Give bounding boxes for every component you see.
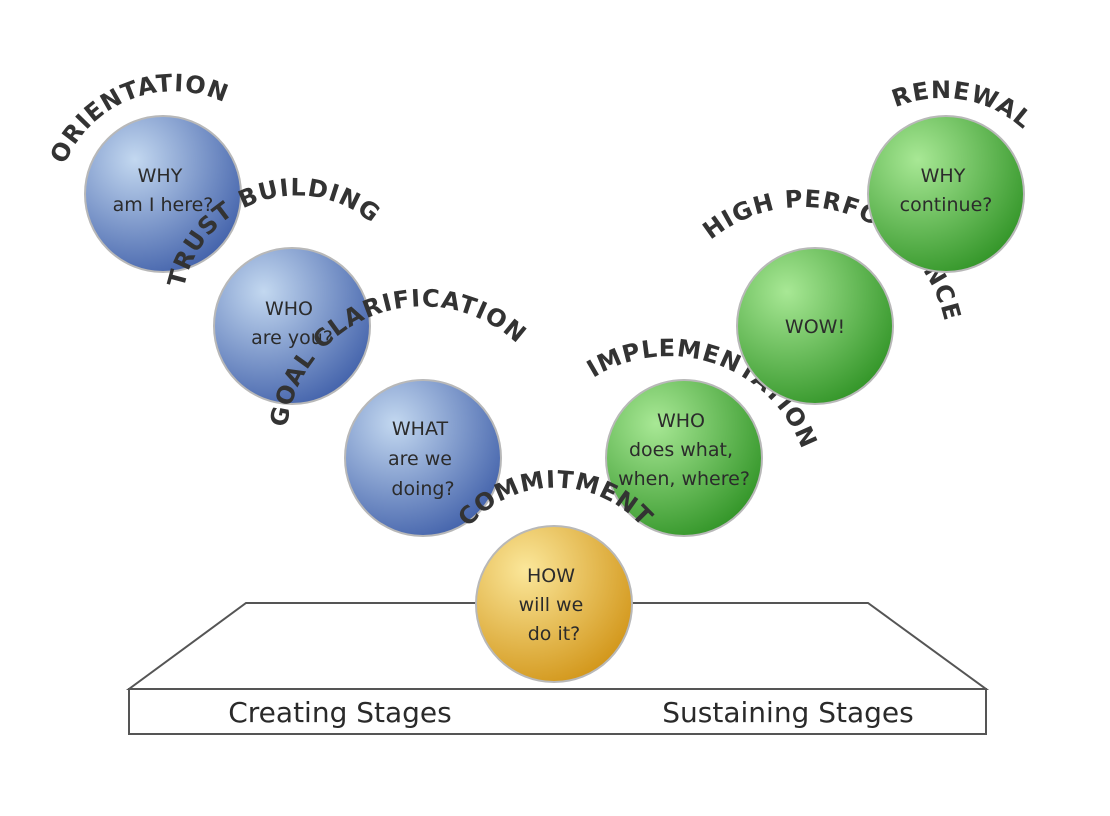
stage-text-trust-building-line2: are you?: [251, 327, 333, 349]
stage-ball-orientation: [84, 115, 242, 273]
creating-stages-label: Creating Stages: [228, 696, 452, 729]
stage-orientation: ORIENTATION WHY am I here?: [45, 69, 242, 273]
stage-text-goal-clarification-line3: doing?: [391, 478, 454, 500]
stage-text-commitment-line3: do it?: [528, 623, 581, 645]
stage-ball-implementation: [605, 379, 763, 537]
stage-text-commitment-line2: will we: [519, 594, 584, 616]
svg-text:WHO are you?: WHO are you?: [251, 298, 333, 349]
stage-text-goal-clarification-line2: are we: [388, 448, 452, 470]
svg-text:WHY am I here?: WHY am I here?: [113, 165, 214, 216]
svg-text:HOW will we do: HOW will we do it?: [519, 565, 590, 645]
stage-text-renewal-line1: WHY: [921, 165, 966, 187]
stage-text-implementation-line3: when, where?: [618, 468, 750, 490]
stage-text-implementation-line2: does what,: [629, 439, 733, 461]
svg-text:WHY continue?: WHY continue?: [900, 165, 993, 216]
svg-text:WHO does what,: WHO does what, when, where?: [618, 410, 750, 490]
stage-ball-trust-building: [213, 247, 371, 405]
platform-front: [128, 688, 987, 735]
stage-renewal: RENEWAL WHY continue?: [867, 76, 1037, 273]
stage-ball-goal-clarification: [344, 379, 502, 537]
stage-text-orientation-line2: am I here?: [113, 194, 214, 216]
svg-text:WOW!: WOW!: [785, 316, 845, 338]
stage-text-goal-clarification-line1: WHAT: [392, 418, 449, 440]
stage-text-orientation-line1: WHY: [138, 165, 183, 187]
stage-text-renewal-line2: continue?: [900, 194, 993, 216]
stage-text-implementation-line1: WHO: [657, 410, 705, 432]
stage-text-trust-building-line1: WHO: [265, 298, 313, 320]
stage-text-commitment-line1: HOW: [527, 565, 575, 587]
stage-ball-renewal: [867, 115, 1025, 273]
stage-ball-commitment: [475, 525, 633, 683]
sustaining-stages-label: Sustaining Stages: [662, 696, 913, 729]
stage-text-high-performance-line1: WOW!: [785, 316, 845, 338]
stages-platform: Creating Stages Sustaining Stages: [125, 602, 990, 735]
svg-text:WHAT are we do: WHAT are we doing?: [388, 418, 458, 500]
stage-ball-high-performance: [736, 247, 894, 405]
